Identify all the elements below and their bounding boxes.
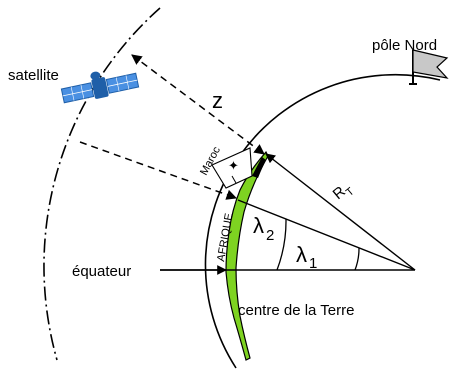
label-satellite: satellite — [8, 67, 59, 84]
north-pole-flag-icon — [409, 49, 449, 85]
label-lambda2: λ 2 — [253, 213, 274, 244]
morocco-shape — [252, 157, 266, 178]
label-equator: équateur — [72, 263, 131, 280]
label-distance-z: z — [212, 88, 223, 113]
distance-z-line — [131, 54, 265, 155]
svg-text:1: 1 — [309, 255, 317, 272]
label-north-pole: pôle Nord — [372, 37, 437, 54]
svg-text:λ: λ — [253, 213, 264, 238]
africa-coast-shape — [225, 150, 269, 361]
orbit-arc — [43, 7, 161, 361]
satellite-icon — [60, 71, 140, 104]
earth-radius-line — [265, 153, 416, 271]
label-earth-radius: R T — [330, 183, 357, 203]
morocco-station-icon: ✦ — [211, 147, 253, 189]
svg-text:✦: ✦ — [228, 158, 239, 173]
svg-text:2: 2 — [266, 227, 274, 244]
lambda2-arc — [276, 218, 287, 271]
svg-text:λ: λ — [296, 242, 307, 267]
lambda2-line — [237, 199, 416, 271]
lambda1-arc — [354, 247, 360, 271]
label-earth-center: centre de la Terre — [238, 302, 354, 319]
label-lambda1: λ 1 — [296, 242, 317, 272]
tangent-line — [79, 141, 237, 200]
